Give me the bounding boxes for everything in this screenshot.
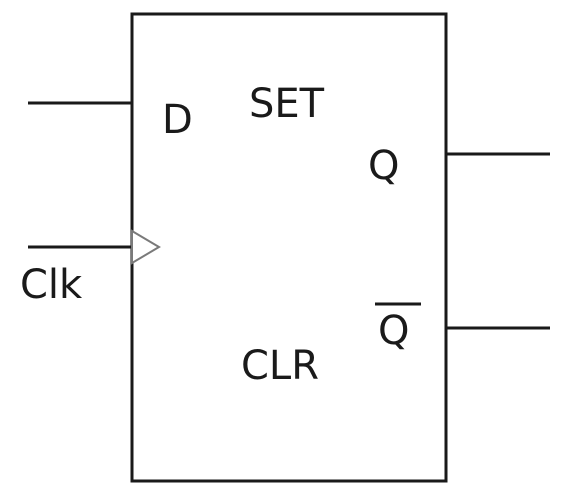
q-output-label: Q bbox=[368, 143, 399, 189]
q-bar-output-label: Q bbox=[378, 308, 409, 354]
set-label: SET bbox=[249, 81, 325, 127]
clock-edge-triangle bbox=[131, 229, 161, 265]
flip-flop-body bbox=[130, 12, 448, 483]
clk-input-label: Clk bbox=[20, 262, 83, 308]
clr-label: CLR bbox=[241, 343, 319, 389]
d-input-label: D bbox=[162, 97, 193, 143]
